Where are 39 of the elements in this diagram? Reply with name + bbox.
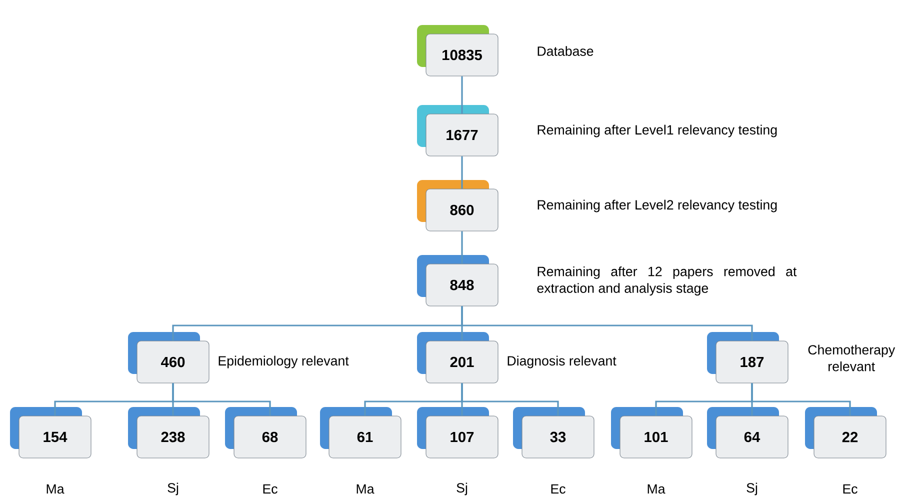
number-box: 154 xyxy=(10,407,92,458)
node-caption: Remaining after Level1 relevancy testing xyxy=(538,124,777,138)
node-caption: Ma xyxy=(648,484,666,494)
node-caption: Ma xyxy=(46,484,64,494)
node-caption: Diagnosis relevant xyxy=(508,356,616,368)
node-caption: Epidemiology relevant xyxy=(218,356,349,368)
number-box: 201 xyxy=(417,332,498,384)
node-caption: Sj xyxy=(746,482,758,496)
number-box: 101 xyxy=(611,407,692,458)
connector-line xyxy=(751,383,851,416)
node-caption: Remaining after 12 papers removed at extraction and analysis stage xyxy=(537,266,797,296)
node-caption: Ec xyxy=(843,484,858,494)
number-box: 187 xyxy=(707,332,788,384)
node-caption: Ec xyxy=(551,484,566,494)
number-box: 238 xyxy=(128,407,210,458)
connector-line xyxy=(461,306,753,341)
number-box: 460 xyxy=(128,332,210,384)
connector-line xyxy=(461,383,559,416)
connector-line xyxy=(461,156,463,189)
number-box: 61 xyxy=(320,407,402,458)
number-box: 860 xyxy=(417,180,498,232)
node-caption: Ec xyxy=(263,484,278,494)
number-box: 33 xyxy=(513,407,594,458)
number-box: 68 xyxy=(225,407,306,458)
node-caption: Sj xyxy=(456,482,468,496)
node-caption: Sj xyxy=(168,482,178,496)
node-caption: Ma xyxy=(356,484,374,494)
connector-line xyxy=(461,231,463,264)
number-box: 64 xyxy=(707,407,788,458)
connector-line xyxy=(461,76,463,114)
node-caption: Database xyxy=(538,46,594,56)
number-box: 22 xyxy=(805,407,886,458)
number-box: 1677 xyxy=(417,105,498,156)
number-box: 848 xyxy=(417,255,498,306)
node-caption: Chemotherapy relevant xyxy=(808,344,896,372)
node-caption: Remaining after Level2 relevancy testing xyxy=(538,200,777,212)
connector-line xyxy=(172,383,271,416)
number-box: 107 xyxy=(417,407,498,458)
number-box: 10835 xyxy=(417,25,498,76)
